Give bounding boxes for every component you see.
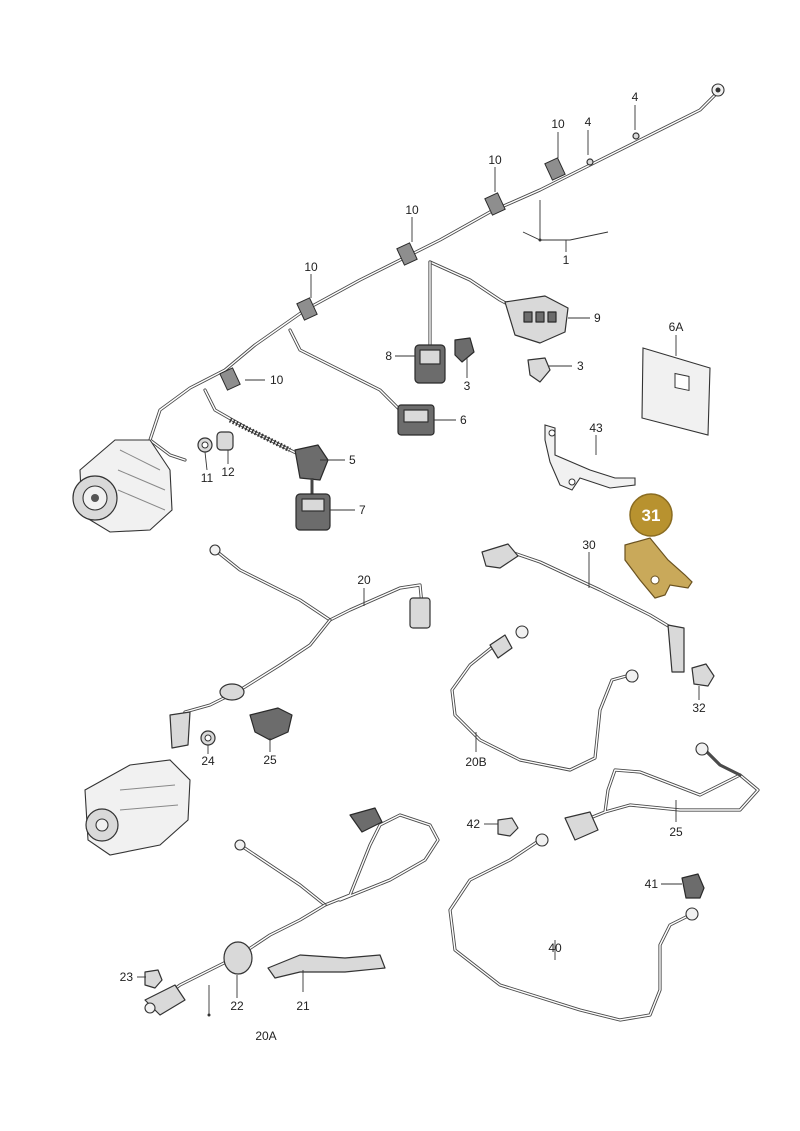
callout-8: 8	[385, 349, 392, 363]
cable-25	[564, 742, 760, 841]
terminal-cap-25	[249, 707, 293, 741]
connector-8	[414, 344, 446, 384]
callout-25: 25	[263, 753, 277, 767]
nut-42	[497, 817, 519, 837]
connector-6	[397, 404, 435, 436]
cable-40	[448, 833, 699, 1022]
cable-20A	[144, 807, 440, 1016]
connector-9	[504, 295, 569, 344]
callout-10: 10	[304, 260, 318, 274]
bracket-43	[544, 424, 636, 491]
callout-10: 10	[551, 117, 565, 131]
main-harness	[148, 83, 725, 462]
starter-motor	[84, 759, 191, 856]
callout-20A: 20A	[255, 1029, 276, 1043]
clip-3	[454, 337, 551, 383]
cable-30	[481, 543, 685, 673]
callout-25: 25	[669, 825, 683, 839]
callout-6A: 6A	[669, 320, 684, 334]
callout-42: 42	[467, 817, 481, 831]
cable-20B	[450, 625, 639, 772]
nut-32	[691, 663, 715, 687]
callout-43: 43	[589, 421, 603, 435]
cable-20	[169, 544, 431, 749]
callout-11: 11	[201, 471, 214, 485]
nut-23	[144, 969, 163, 989]
callout-6: 6	[460, 413, 467, 427]
callout-22: 22	[230, 999, 244, 1013]
bracket-6A	[641, 347, 711, 436]
callout-10: 10	[270, 373, 284, 387]
part-31-badge	[629, 493, 673, 537]
connector-7	[295, 478, 331, 531]
callout-3: 3	[577, 359, 584, 373]
part-31-badge-label: 31	[642, 506, 661, 525]
callout-4: 4	[585, 115, 592, 129]
callout-41: 41	[645, 877, 659, 891]
callout-40: 40	[548, 941, 562, 955]
callout-3: 3	[464, 379, 471, 393]
callout-30: 30	[582, 538, 596, 552]
nut-41	[681, 873, 705, 899]
highlighted-part-31[interactable]: 31	[624, 493, 693, 599]
callout-20: 20	[357, 573, 371, 587]
nut-washer-11-12	[197, 431, 234, 453]
callout-32: 32	[692, 701, 706, 715]
leader-lines	[137, 105, 700, 1017]
callout-20B: 20B	[465, 755, 486, 769]
callout-5: 5	[349, 453, 356, 467]
part-21	[267, 954, 386, 979]
callout-7: 7	[359, 503, 366, 517]
callout-9: 9	[594, 311, 601, 325]
callout-12: 12	[221, 465, 235, 479]
callout-10: 10	[405, 203, 419, 217]
callout-labels: 4 4 10 10 10 10 10 1 9 8 3 3 6 5 7 11 12…	[120, 90, 706, 1043]
callout-21: 21	[296, 999, 310, 1013]
harness-clips	[219, 132, 640, 391]
callout-24: 24	[201, 754, 215, 768]
connector-5	[294, 444, 329, 481]
alternator	[72, 439, 173, 533]
callout-1: 1	[563, 253, 570, 267]
callout-10: 10	[488, 153, 502, 167]
callout-4: 4	[632, 90, 639, 104]
callout-23: 23	[120, 970, 134, 984]
nut-24	[200, 730, 216, 746]
